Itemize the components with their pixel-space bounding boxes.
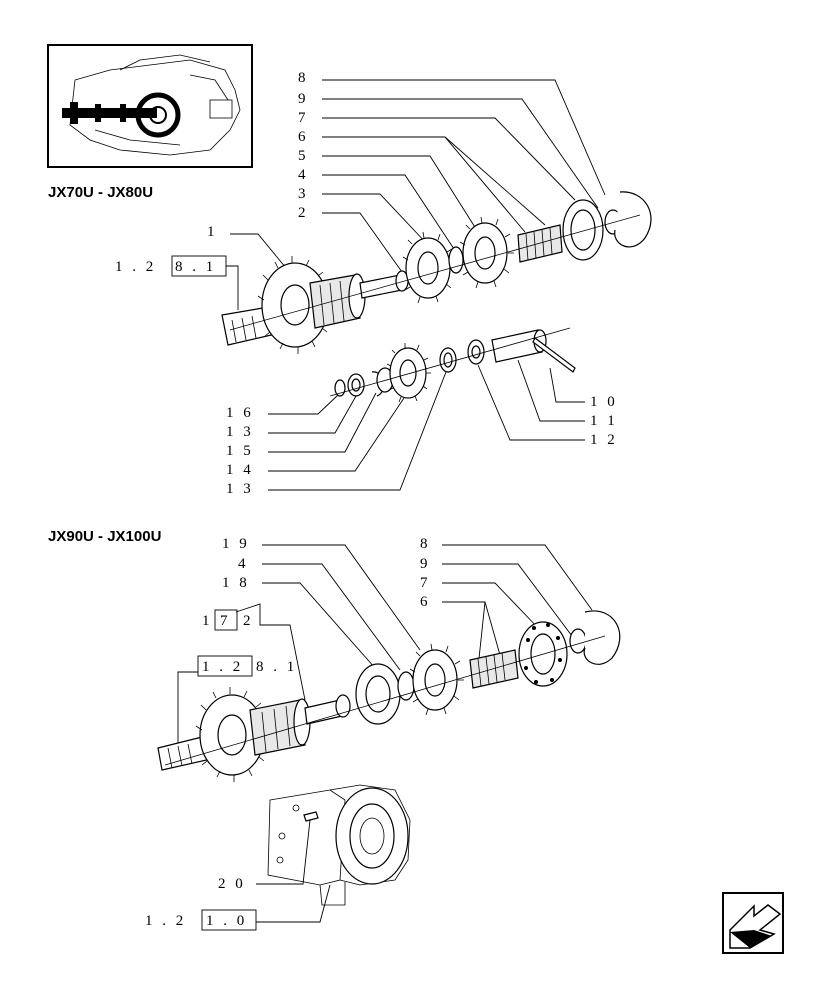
ref-17-boxed: 7: [220, 613, 231, 629]
middle-assembly: [329, 327, 576, 403]
ref-121[interactable]: 1 . 2 1 . 0: [145, 884, 331, 931]
callout-b9: 9: [420, 556, 431, 572]
callout-7: 7: [298, 110, 309, 126]
ref-bottom[interactable]: 1 . 2 8 . 1: [177, 655, 297, 750]
ref-bottom-boxed: 1 . 2: [202, 659, 243, 675]
ref-top-boxed: 8 . 1: [175, 259, 216, 275]
callout-5: 5: [298, 148, 309, 164]
middle-callouts: 1 6 1 3 1 5 1 4 1 3 1 0 1 1 1 2: [226, 359, 618, 497]
ref-121-prefix: 1 . 2: [145, 913, 186, 929]
callout-13a: 1 3: [226, 424, 254, 440]
ref-17-suffix: 2: [243, 613, 254, 629]
callout-b7: 7: [420, 575, 431, 591]
callout-2: 2: [298, 205, 309, 221]
back-button[interactable]: [722, 892, 784, 954]
callout-6: 6: [298, 129, 309, 145]
callout-b8: 8: [420, 536, 431, 552]
housing-callouts: 2 0: [218, 819, 311, 892]
back-arrow-icon: [729, 904, 782, 949]
callout-1: 1: [207, 224, 218, 240]
callout-13b: 1 3: [226, 481, 254, 497]
callout-b6: 6: [420, 594, 431, 610]
callout-10: 1 0: [590, 394, 618, 410]
callout-4: 4: [298, 167, 309, 183]
housing: [267, 784, 411, 906]
bottom-assembly: [157, 610, 621, 782]
bottom-callouts: 1 9 4 1 8 8 9 7 6: [222, 536, 593, 671]
ref-top[interactable]: 1 . 2 8 . 1: [115, 255, 239, 310]
callout-12: 1 2: [590, 432, 618, 448]
ref-17[interactable]: 1 7 2: [202, 603, 306, 701]
callout-20: 2 0: [218, 876, 246, 892]
callout-b19: 1 9: [222, 536, 250, 552]
callout-8: 8: [298, 70, 309, 86]
ref-121-boxed: 1 . 0: [206, 913, 247, 929]
model-label-bottom: JX90U - JX100U: [48, 528, 161, 545]
callout-3: 3: [298, 186, 309, 202]
callout-9: 9: [298, 91, 309, 107]
ref-bottom-suffix: 8 . 1: [256, 659, 297, 675]
callout-b4: 4: [238, 556, 249, 572]
thumbnail: [47, 44, 253, 168]
callout-14: 1 4: [226, 462, 254, 478]
ref-17-prefix: 1: [202, 613, 213, 629]
top-assembly: [221, 191, 652, 354]
callout-b18: 1 8: [222, 575, 250, 591]
callout-11: 1 1: [590, 413, 618, 429]
model-label-top: JX70U - JX80U: [48, 184, 153, 201]
callout-15: 1 5: [226, 443, 254, 459]
top-callouts: 8 9 7 6 5 4 3 2 1: [207, 70, 606, 273]
ref-top-prefix: 1 . 2: [115, 259, 156, 275]
callout-16: 1 6: [226, 405, 254, 421]
